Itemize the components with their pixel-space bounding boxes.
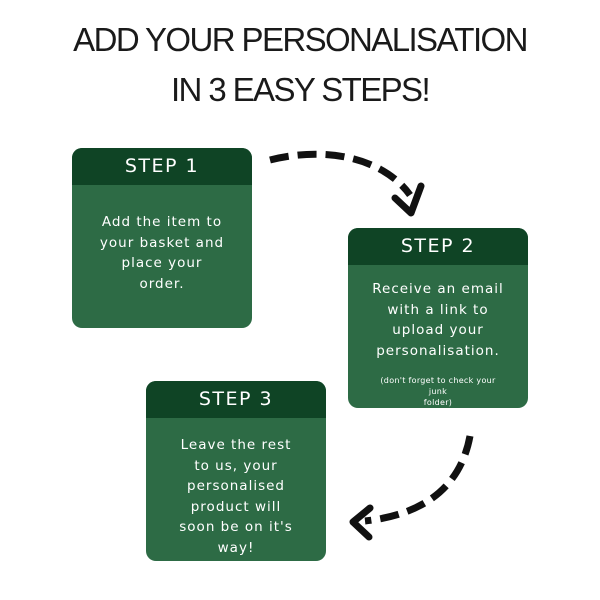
page-title-line-1: ADD YOUR PERSONALISATION bbox=[73, 21, 528, 58]
arrow-step-1-to-2-icon bbox=[269, 150, 425, 217]
step-2-label: STEP 2 bbox=[348, 228, 528, 265]
step-1-card: STEP 1 Add the item to your basket and p… bbox=[72, 148, 252, 328]
step-2-text: Receive an email with a link to upload y… bbox=[372, 281, 504, 359]
step-3-card: STEP 3 Leave the rest to us, your person… bbox=[146, 381, 326, 561]
page-title-line-2: IN 3 EASY STEPS! bbox=[170, 71, 431, 108]
step-2-card: STEP 2 Receive an email with a link to u… bbox=[348, 228, 528, 408]
step-1-label: STEP 1 bbox=[72, 148, 252, 185]
step-3-text: Leave the rest to us, your personalised … bbox=[179, 437, 293, 556]
step-1-text: Add the item to your basket and place yo… bbox=[99, 214, 225, 292]
arrow-step-2-to-3-icon bbox=[349, 435, 474, 541]
step-2-note: (don't forget to check your junk folder) bbox=[380, 376, 496, 407]
step-3-label: STEP 3 bbox=[146, 381, 326, 418]
